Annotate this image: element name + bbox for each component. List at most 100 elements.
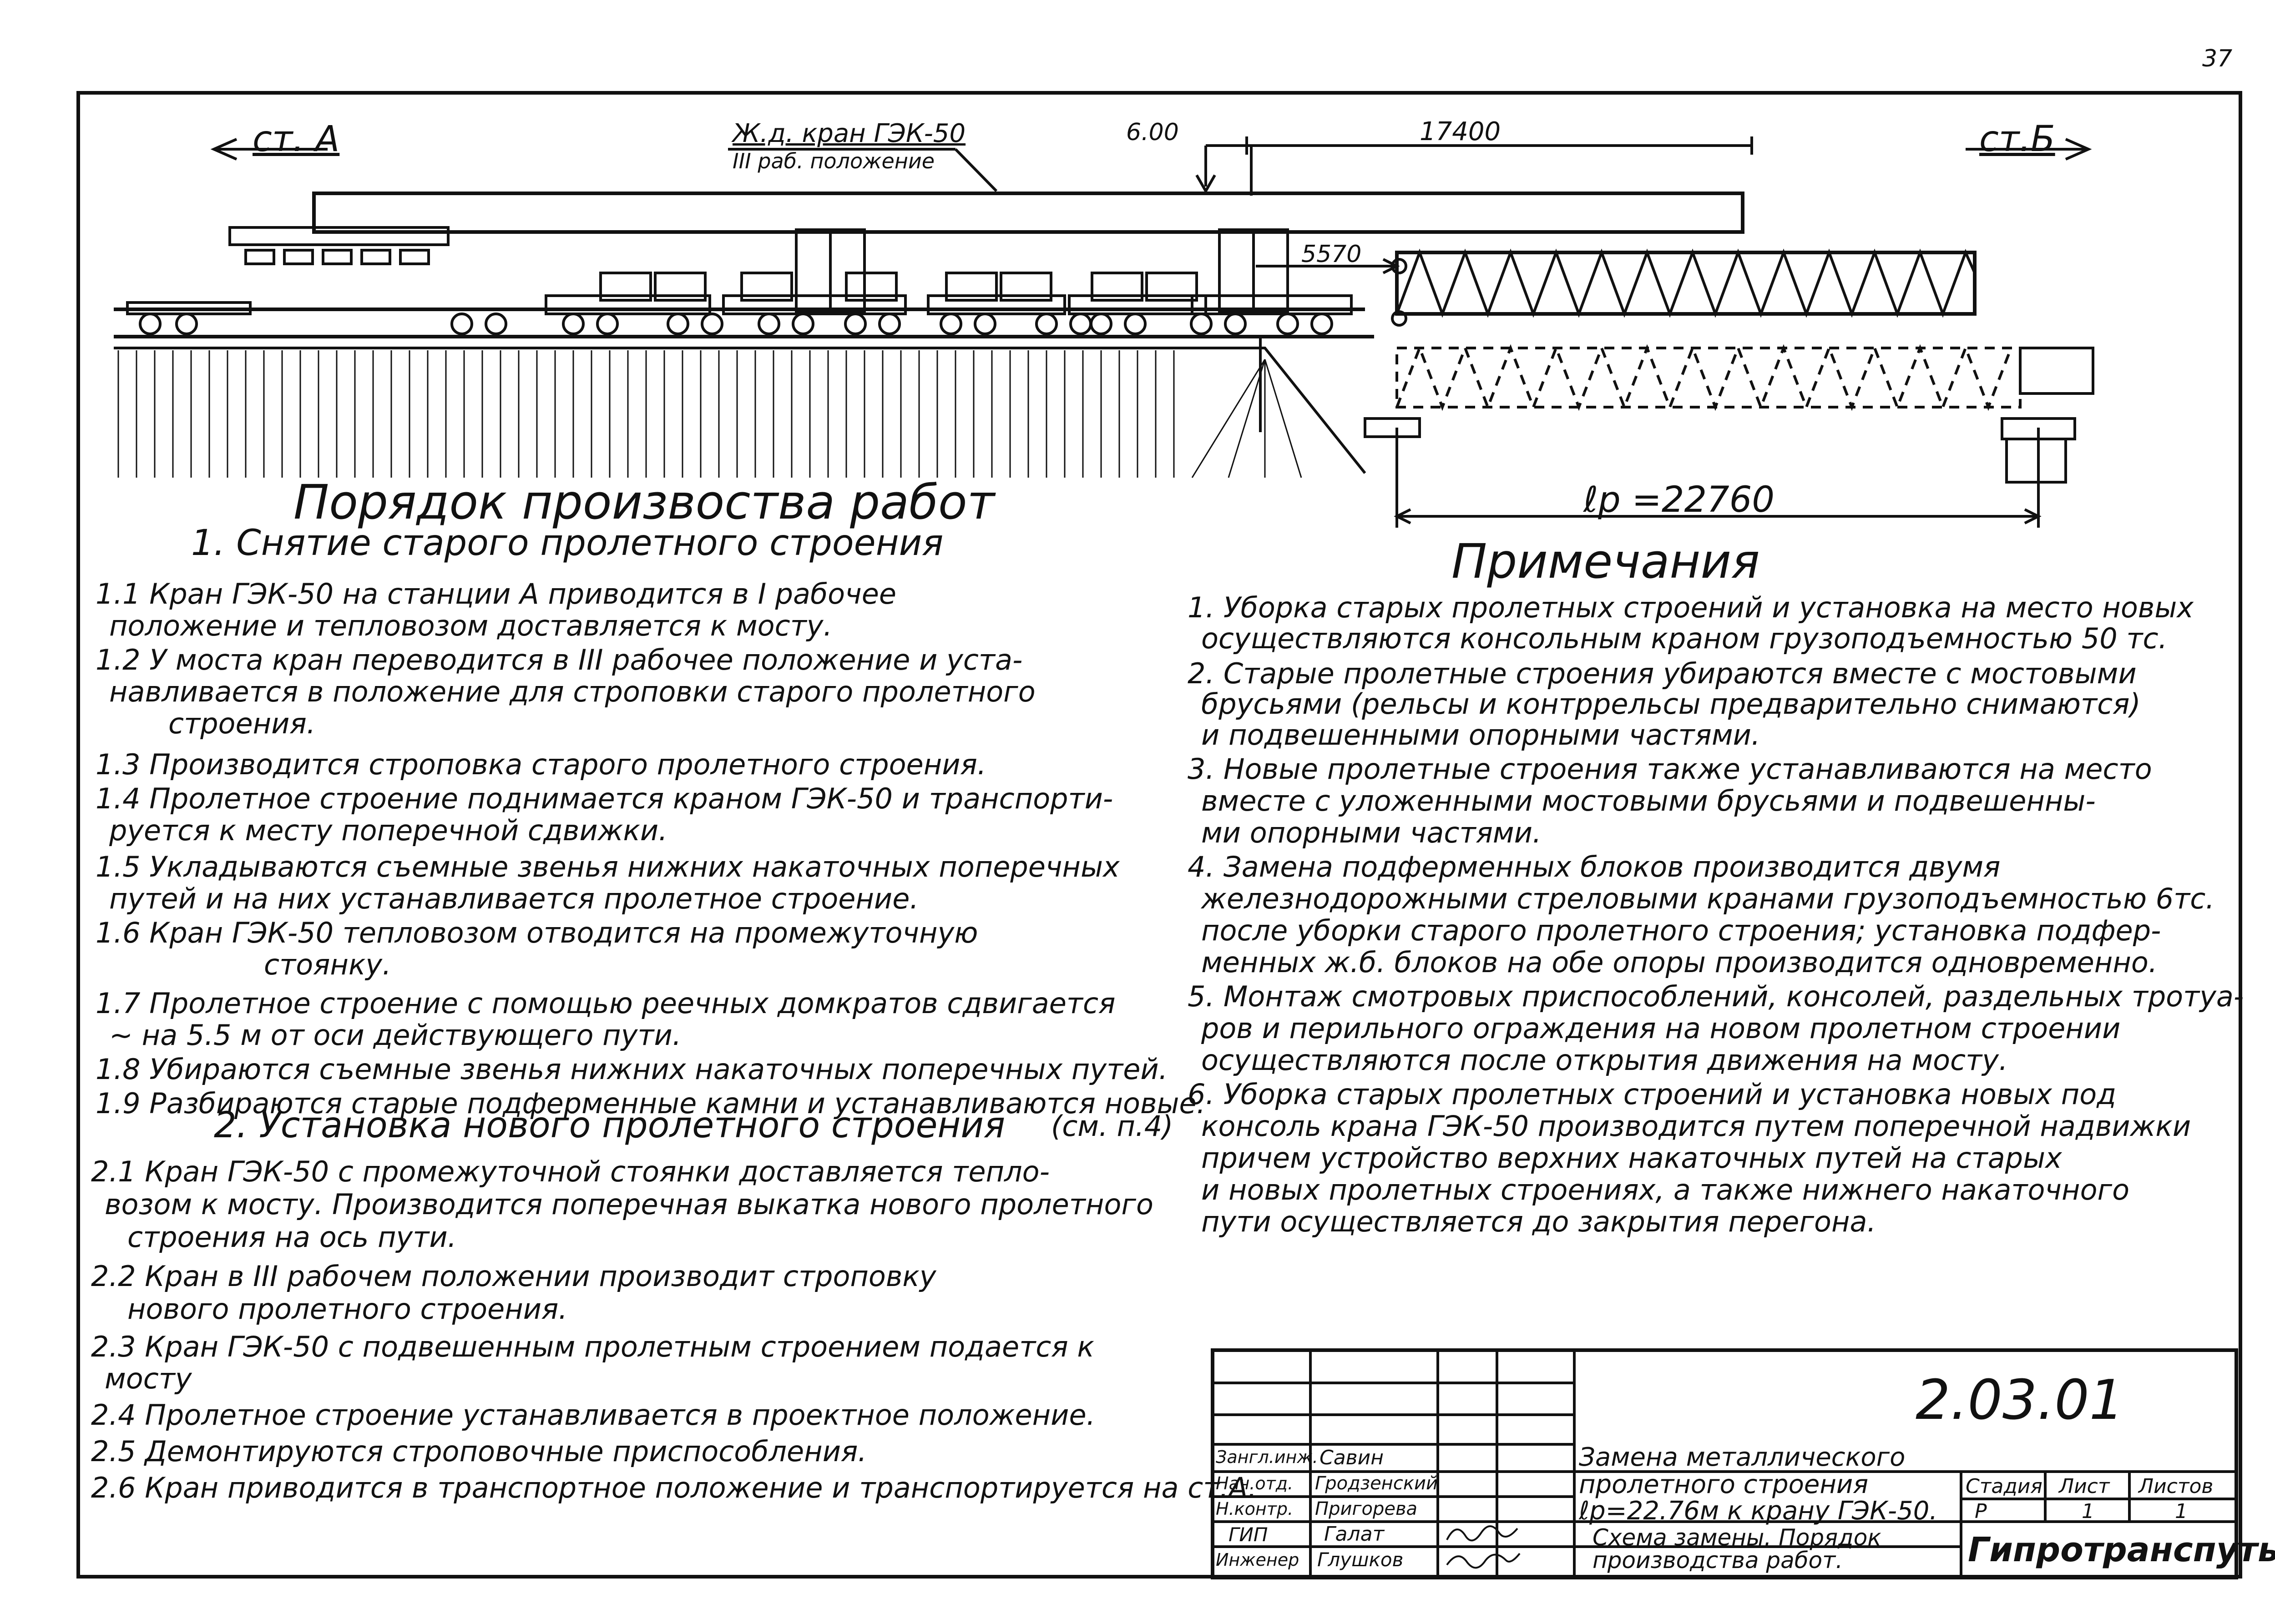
list-item: руется к месту поперечной сдвижки. (109, 814, 667, 847)
list-item: 1.8 Убираются съемные звенья нижних нака… (96, 1053, 1168, 1086)
list-item: 1.5 Укладываются съемные звенья нижних н… (96, 850, 1120, 883)
title-block-grid (1211, 1348, 2238, 1579)
list-item: и новых пролетных строениях, а также ниж… (1201, 1173, 2130, 1206)
list-item: 4. Замена подферменных блоков производит… (1188, 850, 2001, 883)
title-line-1: Замена металлического (1579, 1442, 1906, 1472)
subtitle-line-1: Схема замены. Порядок (1592, 1524, 1881, 1551)
name-grodzensky: Гродзенский (1315, 1473, 1438, 1494)
organization-name: Гипротрансп­уть (1968, 1530, 2275, 1569)
list-item: путей и на них устанавливается пролетное… (109, 882, 919, 915)
name-savin: Савин (1320, 1446, 1384, 1469)
list-item: железнодорожными стреловыми кранами груз… (1201, 882, 2215, 915)
list-item: 2.2 Кран в III рабочем положении произво… (91, 1260, 936, 1293)
list-item: 2. Старые пролетные строения убираются в… (1188, 657, 2137, 690)
section2-title: 2. Установка нового пролетного строения (214, 1105, 1006, 1146)
signature-galat (1446, 1525, 1518, 1542)
list-item: пути осуществляется до закрытия перегона… (1201, 1205, 1876, 1238)
list-item: возом к мосту. Производится поперечная в… (105, 1188, 1153, 1221)
section1-title: 1. Снятие старого пролетного строения (191, 523, 944, 564)
name-glushkov: Глушков (1317, 1548, 1404, 1571)
drawing-code: 2.03.01 (1916, 1369, 2124, 1432)
role-chief-engineer: Зангл.инж. (1216, 1447, 1318, 1467)
list-item: 5. Монтаж смотровых приспособлений, конс… (1188, 980, 2244, 1013)
dimension-17400-label: 17400 (1420, 117, 1501, 146)
role-engineer: Инженер (1216, 1550, 1299, 1570)
list-item: 2.3 Кран ГЭК-50 с подвешенным пролетным … (91, 1330, 1094, 1363)
station-b-arrowhead (2065, 138, 2092, 161)
column-sheet: Лист (2059, 1475, 2110, 1498)
list-item: 1.6 Кран ГЭК-50 тепловозом отводится на … (96, 916, 978, 949)
old-span-truss (1395, 251, 1977, 316)
list-item: менных ж.б. блоков на обе опоры производ… (1201, 946, 2158, 979)
list-item: стоянку. (264, 948, 391, 981)
stage-value: Р (1975, 1500, 1987, 1523)
crane-boom (312, 192, 1744, 234)
dimension-600-label: 6.00 (1126, 119, 1179, 146)
list-item: ров и перильного ограждения на новом про… (1201, 1012, 2121, 1045)
list-item: 3. Новые пролетные строения также устана… (1188, 752, 2152, 786)
list-item: нового пролетного строения. (127, 1292, 568, 1326)
role-gip: ГИП (1228, 1523, 1268, 1546)
station-a-arrowhead (210, 138, 238, 161)
list-item: брусьями (рельсы и контррельсы предварит… (1201, 687, 2141, 721)
list-item: (см. п.4) (1051, 1110, 1173, 1143)
list-item: 2.1 Кран ГЭК-50 с промежуточной стоянки … (91, 1155, 1050, 1188)
new-span-truss (1395, 344, 2022, 411)
list-item: после уборки старого пролетного строения… (1201, 914, 2161, 947)
right-pier (2005, 438, 2067, 484)
role-norm-control: Н.контр. (1216, 1499, 1294, 1519)
list-item: 6. Уборка старых пролетных строений и ус… (1188, 1078, 2117, 1111)
list-item: ми опорными частями. (1201, 816, 1542, 849)
left-pier-cap (1364, 417, 1421, 438)
list-item: и подвешенными опорными частями. (1201, 718, 1760, 751)
station-a-label: ст. А (253, 119, 340, 160)
subtitle-line-2: производства работ. (1592, 1547, 1843, 1574)
title-line-2: пролетного строения (1579, 1470, 1869, 1499)
list-item: положение и тепловозом доставляется к мо… (109, 609, 833, 642)
notes-title: Примечания (1451, 534, 1760, 589)
procedure-title: Порядок произвоства работ (293, 474, 995, 530)
column-stage: Стадия (1966, 1475, 2042, 1498)
list-item: консоль крана ГЭК-50 производится путем … (1201, 1110, 2191, 1143)
list-item: навливается в положение для строповки ст… (109, 675, 1036, 708)
list-item: 1.4 Пролетное строение поднимается крано… (96, 782, 1113, 815)
list-item: ~ на 5.5 м от оси действующего пути. (109, 1019, 682, 1052)
list-item: 1. Уборка старых пролетных строений и ус… (1188, 591, 2194, 624)
list-item: 1.3 Производится строповка старого проле… (96, 748, 986, 781)
list-item: вместе с уложенными мостовыми брусьями и… (1201, 784, 2096, 817)
name-prigoreva: Пригорева (1315, 1498, 1418, 1519)
list-item: 2.4 Пролетное строение устанавливается в… (91, 1398, 1096, 1432)
list-item: 1.9 Разбираются старые подферменные камн… (96, 1087, 1206, 1120)
list-item: мосту (105, 1362, 192, 1395)
column-sheets: Листов (2138, 1475, 2214, 1498)
crane-label: Ж.д. кран ГЭК-50 (733, 119, 966, 148)
list-item: 2.5 Демонтируются строповочные приспособ… (91, 1435, 867, 1468)
page-number: 37 (2202, 45, 2233, 72)
list-item: строения. (168, 707, 316, 740)
list-item: осуществляются после открытия движения н… (1201, 1044, 2008, 1077)
station-b-label: ст.Б (1979, 119, 2055, 160)
crane-position-label: III раб. положение (733, 149, 935, 173)
wagon-wheels (139, 313, 1333, 335)
list-item: 1.1 Кран ГЭК-50 на станции А приводится … (96, 577, 897, 610)
list-item: осуществляются консольным краном грузопо… (1201, 622, 2168, 655)
span-length-label: ℓр =22760 (1583, 479, 1775, 520)
list-item: строения на ось пути. (127, 1221, 457, 1254)
name-galat: Галат (1324, 1523, 1385, 1546)
role-head-of-dept: Нач.отд. (1216, 1473, 1294, 1493)
list-item: 1.7 Пролетное строение с помощью реечных… (96, 987, 1116, 1020)
list-item: 1.2 У моста кран переводится в III рабоч… (96, 643, 1023, 676)
embankment-hatching (117, 350, 1302, 478)
counterweight-rack (228, 226, 450, 246)
dimension-5570-label: 5570 (1301, 241, 1362, 268)
list-item: причем устройство верхних накаточных пут… (1201, 1141, 2062, 1175)
drawing-frame (76, 91, 2242, 1579)
sheet-value: 1 (2082, 1500, 2094, 1523)
list-item: 2.6 Кран приводится в транспортное полож… (91, 1471, 1257, 1504)
title-line-3: ℓр=22.76м к крану ГЭК-50. (1579, 1496, 1938, 1526)
sheets-value: 1 (2175, 1500, 2188, 1523)
signature-glushkov (1446, 1553, 1521, 1569)
